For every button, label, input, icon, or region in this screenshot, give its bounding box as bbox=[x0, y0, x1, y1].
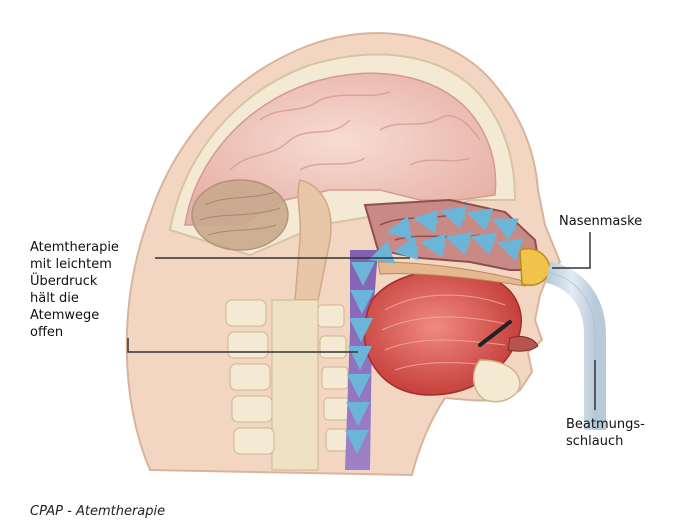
airflow-arrow-icon bbox=[425, 220, 438, 222]
label-nasenmaske: Nasenmaske bbox=[559, 213, 642, 230]
caption: CPAP - Atemtherapie bbox=[30, 504, 165, 519]
label-beatmungsschlauch: Beatmungs- schlauch bbox=[566, 416, 645, 450]
breathing-tube bbox=[548, 272, 595, 430]
airflow-arrow-icon bbox=[405, 248, 418, 250]
spine bbox=[226, 300, 352, 470]
airflow-arrow-icon bbox=[432, 244, 445, 246]
airflow-arrow-icon bbox=[398, 228, 410, 230]
label-atemtherapie: Atemtherapie mit leichtem Überdruck hält… bbox=[30, 239, 119, 341]
